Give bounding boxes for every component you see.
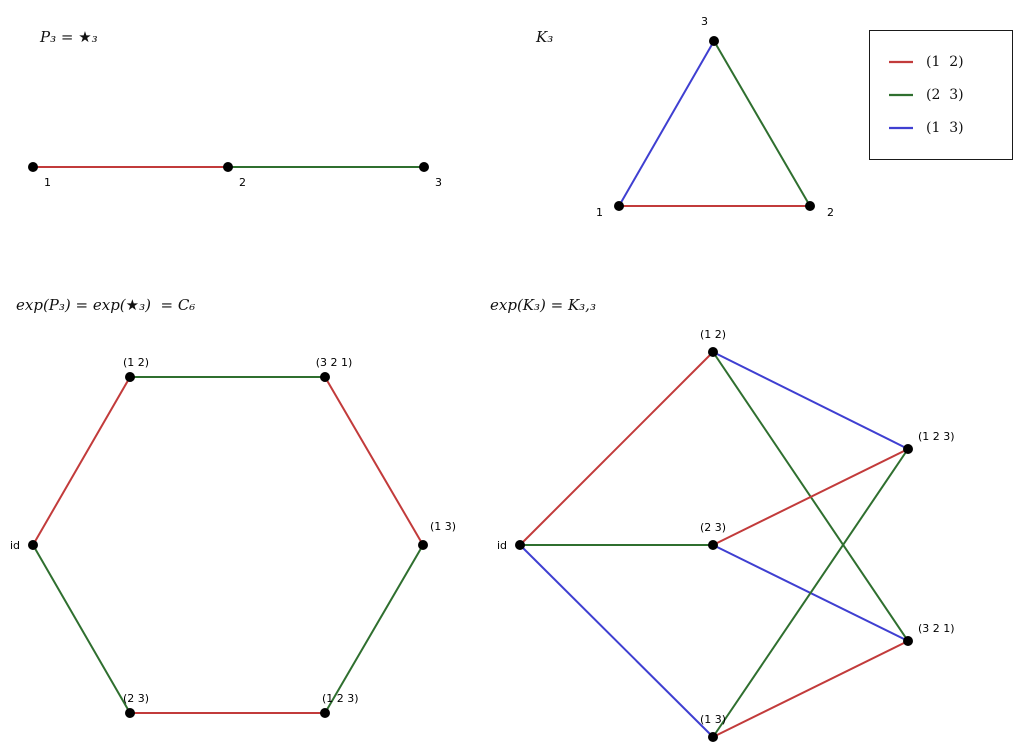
node-label: 2: [239, 176, 246, 189]
legend-item-12: (1 2): [888, 54, 1012, 70]
node-label: 1: [596, 206, 603, 219]
graph-node: [419, 162, 429, 172]
graph-node: [28, 540, 38, 550]
graph-edge: [519, 544, 714, 738]
graph-edge: [712, 640, 909, 738]
title-k3: K₃: [536, 28, 554, 46]
graph-edge: [32, 544, 131, 714]
graph-node: [320, 708, 330, 718]
node-label: (1 2 3): [918, 430, 955, 443]
k33-bipartite-graph: id (1 2) (2 3) (1 3) (1 2 3) (3 2 1): [497, 328, 955, 742]
legend-label-13: (1 3): [926, 120, 964, 136]
node-label: (1 2 3): [322, 692, 359, 705]
node-label: (2 3): [700, 521, 726, 534]
graph-node: [708, 347, 718, 357]
title-k33: exp(K₃) = K₃,₃: [490, 296, 596, 314]
graph-node: [614, 201, 624, 211]
graph-node: [515, 540, 525, 550]
graph-edge: [713, 40, 811, 207]
c6-hexagon-graph: id (1 2) (3 2 1) (1 3) (1 2 3) (2 3): [10, 356, 456, 718]
node-label: (1 3): [430, 520, 456, 533]
graph-node: [418, 540, 428, 550]
node-label: (2 3): [123, 692, 149, 705]
legend-label-23: (2 3): [926, 87, 964, 103]
k3-triangle-graph: 3 1 2: [596, 15, 834, 219]
graph-node: [903, 444, 913, 454]
node-label: (1 2): [700, 328, 726, 341]
graph-edge: [519, 351, 714, 546]
graph-node: [28, 162, 38, 172]
graph-node: [125, 708, 135, 718]
node-label: id: [10, 539, 20, 552]
graph-edge: [712, 448, 909, 738]
graph-node: [709, 36, 719, 46]
node-label: id: [497, 539, 507, 552]
node-label: (3 2 1): [316, 356, 353, 369]
node-label: 3: [701, 15, 708, 28]
title-p3: P₃ = ★₃: [40, 28, 98, 46]
legend-item-13: (1 3): [888, 120, 1012, 136]
node-label: 1: [44, 176, 51, 189]
graph-edge: [712, 351, 909, 450]
graph-node: [125, 372, 135, 382]
graph-node: [223, 162, 233, 172]
legend-item-23: (2 3): [888, 87, 1012, 103]
graph-node: [320, 372, 330, 382]
graph-edge: [324, 544, 424, 714]
node-label: 3: [435, 176, 442, 189]
graph-node: [805, 201, 815, 211]
graph-node: [903, 636, 913, 646]
title-c6: exp(P₃) = exp(★₃) = C₆: [16, 296, 196, 314]
node-label: (1 3): [700, 713, 726, 726]
graph-edge: [32, 376, 131, 546]
node-label: 2: [827, 206, 834, 219]
graph-edge: [324, 376, 424, 546]
node-label: (1 2): [123, 356, 149, 369]
graph-node: [708, 732, 718, 742]
graph-node: [708, 540, 718, 550]
graph-edge: [618, 40, 715, 207]
p3-path-graph: 1 2 3: [28, 162, 442, 189]
red-line-swatch: [889, 60, 913, 64]
legend-label-12: (1 2): [926, 54, 964, 70]
green-line-swatch: [889, 93, 913, 97]
legend: (1 2) (2 3) (1 3): [869, 30, 1013, 160]
node-label: (3 2 1): [918, 622, 955, 635]
blue-line-swatch: [889, 126, 913, 130]
graph-edge: [712, 448, 909, 546]
